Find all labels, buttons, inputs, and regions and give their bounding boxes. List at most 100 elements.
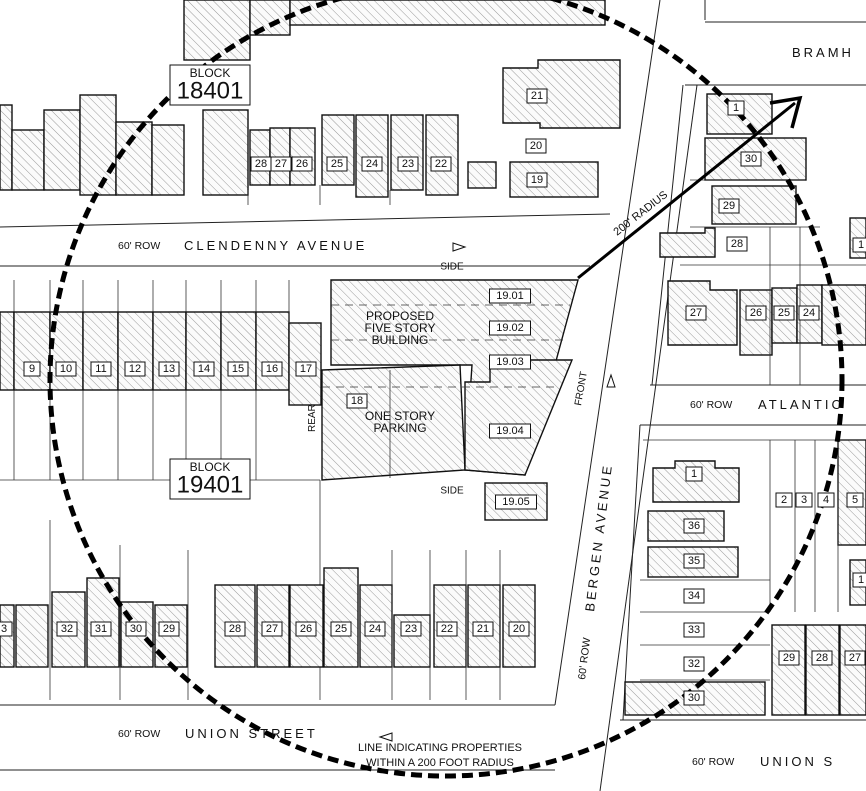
- lot-number: 28: [731, 238, 743, 250]
- lot-label-box: [261, 361, 283, 377]
- bergen-street-name: BERGEN AVENUE: [582, 462, 615, 612]
- lot-number: 25: [335, 623, 347, 635]
- lot-label-box: [778, 650, 800, 666]
- lot-number: 19.03: [496, 356, 524, 368]
- lot-number: 25: [778, 307, 790, 319]
- lot-number: 25: [331, 158, 343, 170]
- lot-number: 1: [858, 239, 864, 251]
- site-side-top: SIDE: [440, 262, 464, 273]
- lot-number: 21: [531, 90, 543, 102]
- lot-label-box: [56, 621, 78, 637]
- atlantic-street-name: ATLANTIC: [758, 397, 844, 412]
- bergen-direction-arrow: [606, 373, 616, 388]
- lot-label-box: [326, 156, 348, 172]
- lot-label-box: [330, 621, 352, 637]
- lot-label-box: [158, 621, 180, 637]
- lot-label-box: [90, 361, 112, 377]
- lot-number: 24: [803, 307, 815, 319]
- lot-number: 36: [688, 520, 700, 532]
- block-18401-lots: [0, 0, 621, 205]
- lot-number: 27: [690, 307, 702, 319]
- legend-line-1: LINE INDICATING PROPERTIES: [358, 742, 522, 754]
- lot-label-box: [489, 423, 531, 439]
- lot-label-box: [683, 553, 705, 569]
- lot-label-box: [489, 288, 531, 304]
- lot-number: 28: [816, 652, 828, 664]
- lot-label-box: [295, 361, 317, 377]
- lot-label-box: [811, 650, 833, 666]
- lot-label-box: [0, 621, 13, 637]
- lot-number: 21: [477, 623, 489, 635]
- lot-label-box: [795, 492, 813, 508]
- lot-number: 20: [513, 623, 525, 635]
- lot-number: 28: [229, 623, 241, 635]
- site-front: FRONT: [573, 371, 590, 407]
- union-direction-arrow: [378, 732, 393, 742]
- clendenny-row: 60' ROW: [118, 240, 160, 252]
- lot-number: 24: [366, 158, 378, 170]
- radius-arrow-head: [769, 95, 803, 129]
- lot-number: 20: [530, 140, 542, 152]
- radius-circle: [47, 0, 845, 779]
- lot-label-box: [852, 237, 866, 253]
- lot-number: 31: [95, 623, 107, 635]
- lot-number: 30: [130, 623, 142, 635]
- lot-label-box: [726, 236, 748, 252]
- lot-label-box: [683, 690, 705, 706]
- lot-label-box: [508, 621, 530, 637]
- lot-number: 10: [60, 363, 72, 375]
- block-19401-number: 19401: [177, 472, 244, 499]
- lot-number: 27: [275, 158, 287, 170]
- lot-number: 1: [691, 468, 697, 480]
- block-18401-number: 18401: [177, 78, 244, 105]
- lot-label-box: [683, 656, 705, 672]
- lot-label-box: [526, 88, 548, 104]
- lot-label-box: [685, 305, 707, 321]
- lot-label-box: [773, 305, 795, 321]
- lot-number: 2: [781, 494, 787, 506]
- lot-number: 30: [688, 692, 700, 704]
- lot-number: 12: [129, 363, 141, 375]
- block-19401-label: BLOCK: [190, 460, 231, 474]
- lot-number: 11: [95, 363, 106, 375]
- lot-number: 30: [745, 153, 757, 165]
- proposed-line-1: PROPOSED: [366, 309, 434, 323]
- lot-number: 23: [402, 158, 414, 170]
- lot-label-box: [489, 320, 531, 336]
- union-row-lots: [0, 520, 536, 700]
- lot-number: 35: [688, 555, 700, 567]
- lot-number: 29: [723, 200, 735, 212]
- lot-number: 19.01: [496, 290, 524, 302]
- block-18401-label: BLOCK: [190, 66, 231, 80]
- block-19401-lots: [0, 280, 322, 700]
- lot-number: 14: [198, 363, 210, 375]
- lot-label-box: [295, 621, 317, 637]
- legend-line-2: WITHIN A 200 FOOT RADIUS: [366, 757, 514, 769]
- lot-label-box: [400, 621, 422, 637]
- lot-label-box: [846, 492, 864, 508]
- parking-line-1: ONE STORY: [365, 409, 435, 423]
- site-side-bottom: SIDE: [440, 486, 464, 497]
- lot-label-box: [158, 361, 180, 377]
- lot-label-box: [224, 621, 246, 637]
- lot-number: 1: [858, 574, 864, 586]
- lot-number: 17: [300, 363, 312, 375]
- se-block-lots: [624, 439, 866, 716]
- lot-label-box: [430, 156, 452, 172]
- lot-label-box: [683, 622, 705, 638]
- union-right-row: 60' ROW: [692, 756, 734, 768]
- union-right-street-name: UNION S: [760, 754, 835, 769]
- lot-number: 26: [296, 158, 308, 170]
- lot-label-box: [525, 138, 547, 154]
- lot-label-box: [361, 156, 383, 172]
- lot-number: 15: [232, 363, 244, 375]
- lot-label-box: [526, 172, 548, 188]
- lot-label-box: [55, 361, 77, 377]
- lot-label-box: [261, 621, 283, 637]
- clendenny-street-name: CLENDENNY AVENUE: [184, 238, 367, 253]
- lot-label-box: [775, 492, 793, 508]
- lot-number: 33: [688, 624, 700, 636]
- lot-number: 19.05: [502, 496, 530, 508]
- lot-number: 24: [369, 623, 381, 635]
- lot-number: 32: [688, 658, 700, 670]
